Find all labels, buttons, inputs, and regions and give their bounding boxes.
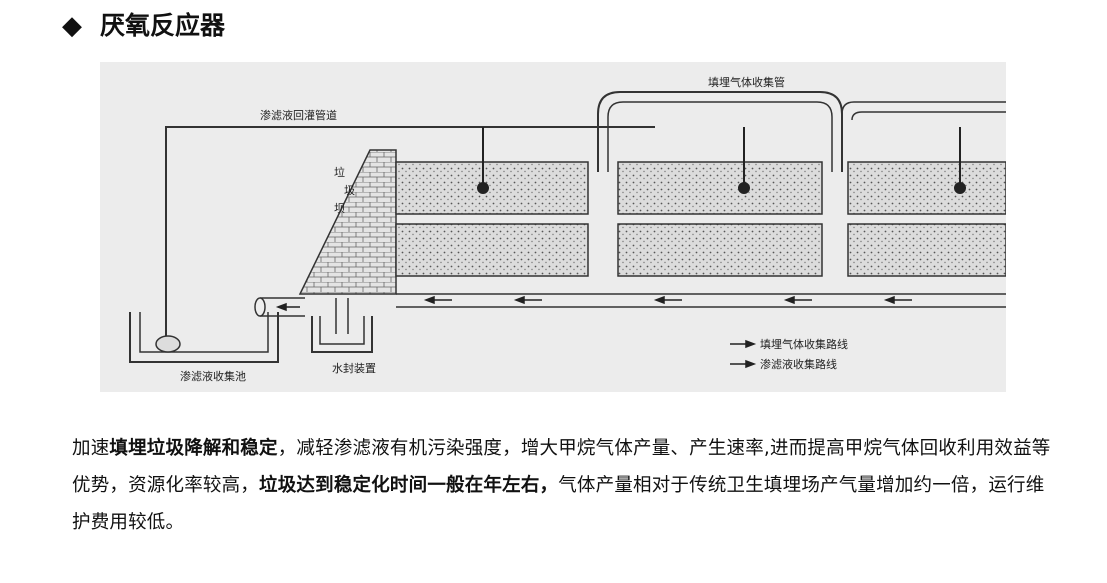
gas-collection-pipe-inner bbox=[607, 101, 833, 172]
gas-pipe-label: 填埋气体收集管 bbox=[708, 75, 785, 89]
dam-label-3: 坝 bbox=[334, 201, 345, 215]
legend-gas-label: 填埋气体收集路线 bbox=[760, 337, 848, 351]
leachate-pool bbox=[129, 312, 279, 363]
gas-collection-pipe-2-outer bbox=[851, 111, 1006, 121]
text-segment-2: ，减轻渗滤液有机污染强度，增大甲烷气体产量、产生速率,进而提高甲烷气体回收利用效… bbox=[72, 438, 1051, 496]
waste-cell-1-lower bbox=[395, 223, 589, 277]
bold-segment-2: 垃圾达到稳定化时间一般在年左右 bbox=[259, 475, 540, 496]
diagram-svg: 渗滤液回灌管道 填埋气体收集管 垃 圾 坝 bbox=[100, 62, 1006, 392]
waste-cell-2-upper bbox=[617, 161, 823, 215]
leachate-return-label: 渗滤液回灌管道 bbox=[260, 108, 337, 122]
leachate-pool-wall bbox=[139, 312, 269, 353]
title-row: ◆ 厌氧反应器 bbox=[62, 8, 225, 44]
text-segment-1: 加速 bbox=[72, 438, 110, 459]
text-segment-3: 气体产量相对于传统卫生填埋场产气量增加约一倍，运行维护费用较低。 bbox=[72, 475, 1045, 533]
pump-icon bbox=[155, 335, 181, 353]
gas-collection-pipe-2 bbox=[841, 101, 1006, 115]
waste-cell-3-upper bbox=[847, 161, 1006, 215]
description-paragraph: 加速填埋垃圾降解和稳定，减轻渗滤液有机污染强度，增大甲烷气体产量、产生速率,进而… bbox=[72, 430, 1062, 541]
legend-gas-arrow bbox=[730, 339, 757, 349]
bottom-drain-pipe bbox=[396, 293, 1006, 308]
legend-leachate-arrow bbox=[730, 359, 757, 369]
page-title: 厌氧反应器 bbox=[100, 11, 226, 40]
dam-label-2: 圾 bbox=[344, 184, 355, 197]
bold-segment-3: ， bbox=[539, 475, 559, 496]
outlet-flow-arrow bbox=[275, 302, 300, 312]
water-seal-label: 水封装置 bbox=[332, 361, 376, 375]
dam bbox=[298, 149, 397, 295]
leachate-pool-label: 渗滤液收集池 bbox=[180, 369, 246, 383]
water-seal bbox=[311, 316, 373, 353]
waste-cell-2-lower bbox=[617, 223, 823, 277]
leachate-flow-arrows bbox=[423, 295, 912, 305]
legend-leachate-label: 渗滤液收集路线 bbox=[760, 357, 837, 371]
dam-label-1: 垃 bbox=[334, 165, 345, 179]
injection-wells bbox=[477, 127, 966, 194]
water-seal-inner bbox=[319, 316, 365, 345]
bold-segment-1: 填埋垃圾降解和稳定 bbox=[109, 438, 278, 459]
waste-cell-1-upper bbox=[395, 161, 589, 215]
waste-cell-3-lower bbox=[847, 223, 1006, 277]
anaerobic-reactor-diagram: 渗滤液回灌管道 填埋气体收集管 垃 圾 坝 bbox=[100, 62, 1006, 392]
gas-collection-pipe bbox=[597, 91, 843, 172]
diamond-bullet-icon: ◆ bbox=[62, 11, 82, 41]
leachate-return-pipe bbox=[165, 126, 655, 337]
water-seal-pipe bbox=[335, 298, 349, 334]
outlet-pipe-mouth bbox=[254, 297, 266, 317]
